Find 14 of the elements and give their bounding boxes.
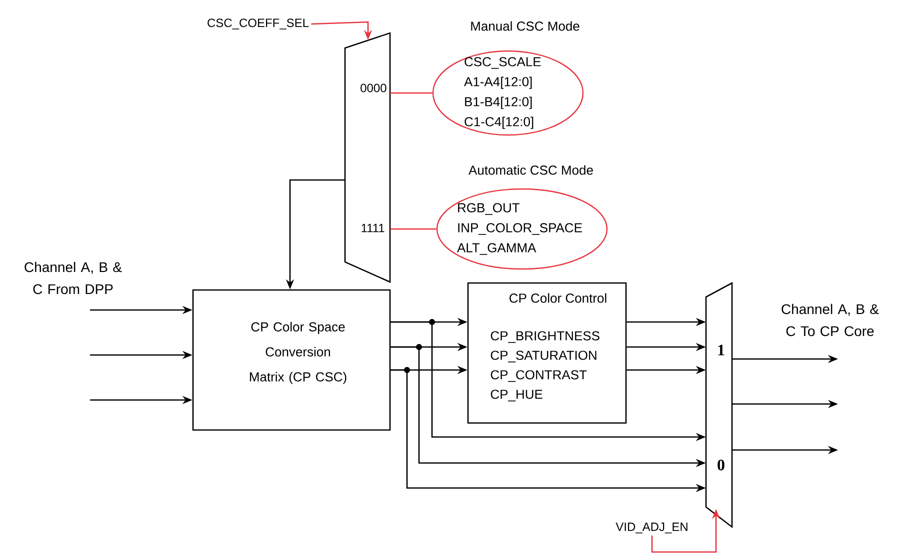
input-label: 0 (718, 460, 724, 470)
register-list: CSC_SCALE A1-A4[12:0] B1-B4[12:0] C1-C4[12:0] (464, 57, 541, 129)
signal-name: VID_ADJ_EN (616, 522, 688, 534)
signal-name: CSC_COEFF_SEL (208, 18, 309, 30)
process-box: CP Color Control CP_BRIGHTNESS CP_SATURATION CP_CONTRAST CP_HUE (467, 282, 627, 424)
process-box: CP Color Space Conversion Matrix (CP CSC) (192, 289, 391, 431)
channel-label: Channel A, B & C From DPP (24, 262, 122, 294)
mode-heading: Automatic CSC Mode (468, 165, 593, 175)
input-label: 1111 (362, 224, 384, 232)
channel-label: Channel A, B & C To CP Core (782, 304, 879, 336)
register-list: RGB_OUT INP_COLOR_SPACE ALT_GAMMA (457, 203, 582, 255)
mode-heading: Manual CSC Mode (471, 21, 580, 31)
input-label: 0000 (360, 84, 386, 92)
input-label: 1 (718, 344, 724, 356)
